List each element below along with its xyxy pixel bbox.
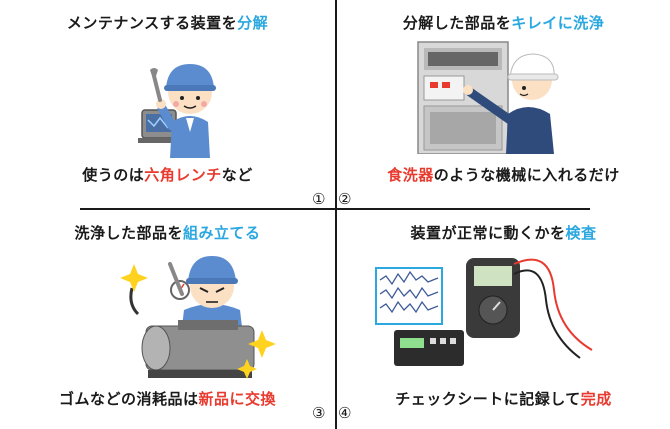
- panel-wash: 分解した部品をキレイに洗浄 食洗器のような機械に入れるだけ: [336, 0, 670, 209]
- worker-with-wrench-icon: [138, 64, 216, 158]
- test-instruments-icon: [375, 258, 593, 366]
- panel-caption: チェックシートに記録して完成: [395, 390, 612, 408]
- dishwasher-worker-icon: [417, 41, 559, 154]
- panel-title: 分解した部品をキレイに洗浄: [402, 14, 605, 32]
- panel-title: メンテナンスする装置を分解: [66, 14, 269, 32]
- panel-caption: 使うのは六角レンチなど: [82, 166, 253, 184]
- panel-title: 装置が正常に動くかを検査: [410, 224, 597, 242]
- vertical-divider: [335, 0, 337, 429]
- worker-assembling-pump-icon: [120, 256, 276, 379]
- panel-assemble: 洗浄した部品を組み立てる ゴムなどの消耗品は新品に交換: [0, 210, 335, 419]
- step-number-3: ③: [312, 404, 326, 422]
- panel-caption: 食洗器のような機械に入れるだけ: [387, 166, 620, 184]
- step-number-1: ①: [312, 190, 326, 208]
- step-number-4: ④: [338, 404, 352, 422]
- horizontal-divider: [80, 208, 590, 210]
- panel-caption: ゴムなどの消耗品は新品に交換: [58, 390, 277, 408]
- panel-disassemble: メンテナンスする装置を分解 使うのは六角レンチなど: [0, 0, 335, 209]
- panel-title: 洗浄した部品を組み立てる: [74, 224, 261, 242]
- step-number-2: ②: [338, 190, 352, 208]
- panel-inspect: 装置が正常に動くかを検査 チェックシートに記録して完成: [336, 210, 670, 419]
